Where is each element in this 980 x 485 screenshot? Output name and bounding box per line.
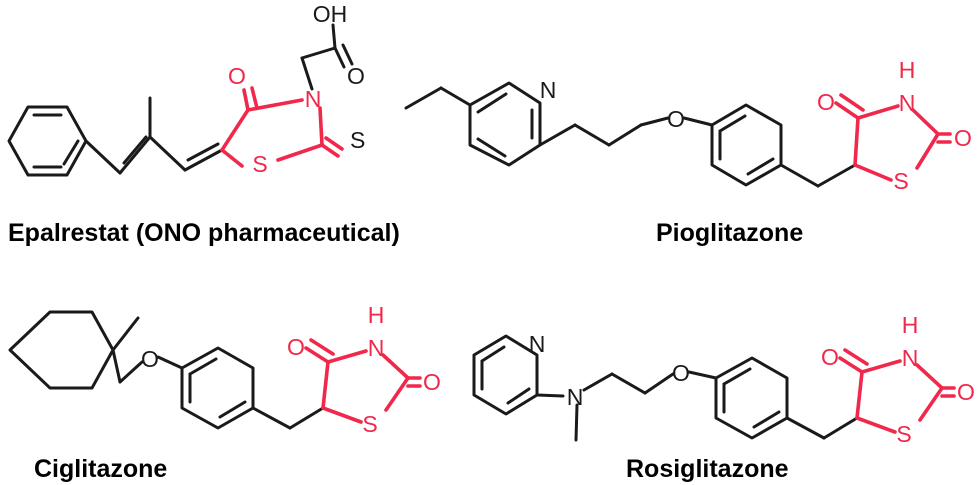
epalrestat-chain [84,139,122,175]
atom-s: S [362,411,377,437]
atom-n: N [567,384,584,410]
ciglitazone-cyclohexane-ring [8,310,115,390]
pioglitazone-structure: N O H N O O S [404,57,972,194]
pioglitazone-thiazolidinedione-ring [853,116,860,167]
epalrestat-acetic-acid [300,56,314,91]
atom-o: O [423,369,441,395]
atom-h: H [902,312,919,338]
epalrestat-rhodanine-ring [220,108,250,152]
atom-o: O [347,63,365,89]
pioglitazone-phenyl-ring [710,103,783,187]
atom-n: N [902,345,919,371]
atom-o: O [672,360,690,386]
atom-n: N [540,77,557,103]
rosiglitazone-thiazolidinedione-ring [855,370,864,420]
atom-n: N [305,86,322,112]
rosiglitazone-n-methyl [574,403,579,442]
atom-h: H [899,57,916,83]
compound-name-pioglitazone: Pioglitazone [656,219,803,247]
atom-n: N [529,331,546,357]
atom-o: O [817,89,835,115]
atom-n: N [899,90,916,116]
atom-oh: OH [313,1,348,27]
compound-name-epalrestat: Epalrestat (ONO pharmaceutical) [8,219,400,247]
atom-s: S [893,168,908,194]
atom-o: O [954,125,972,151]
atom-n: N [368,335,385,361]
ciglitazone-phenyl-ring [180,346,255,430]
ciglitazone-thiazolidinedione-ring [321,360,330,410]
atom-o: O [821,344,839,370]
compound-name-rosiglitazone: Rosiglitazone [626,455,789,483]
rosiglitazone-structure: N N O H N O O S [472,312,975,447]
compound-name-ciglitazone: Ciglitazone [34,455,167,483]
atom-o: O [667,106,685,132]
atom-o: O [287,334,305,360]
ciglitazone-methyl [111,316,140,352]
atom-o: O [228,63,246,89]
atom-s: S [252,151,267,177]
atom-h: H [368,302,385,328]
atom-s: S [350,127,365,153]
rosiglitazone-amine-chain [535,393,565,398]
pioglitazone-propyl-chain [538,123,577,147]
pioglitazone-ethyl [404,86,443,110]
ciglitazone-structure: O H N O O S [8,302,441,437]
epalrestat-structure: O N S S OH O [7,1,365,177]
atom-o: O [141,346,159,372]
rosiglitazone-phenyl-ring [714,356,789,440]
atom-o: O [957,379,975,405]
epalrestat-phenyl-ring [7,105,88,177]
atom-s: S [896,421,911,447]
